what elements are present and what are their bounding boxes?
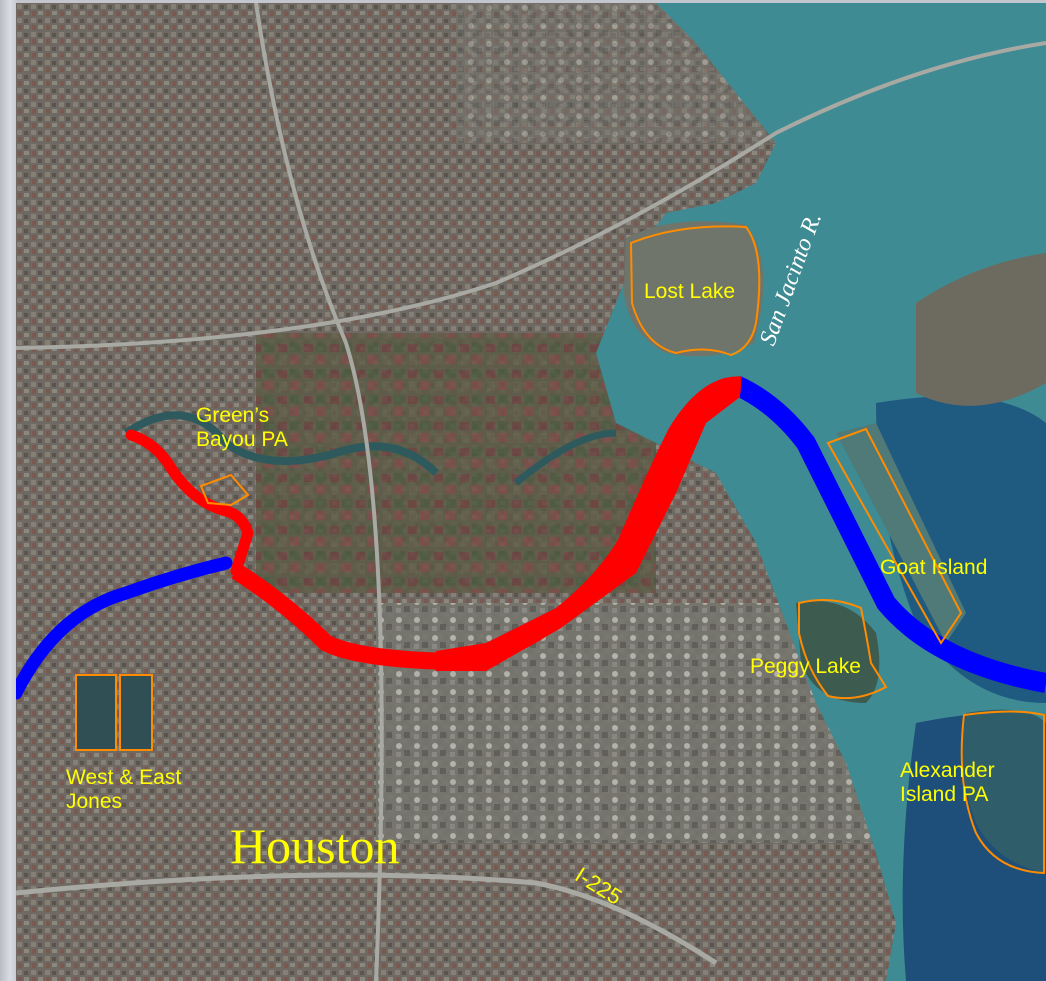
- label-alexander-island-line1: Alexander: [900, 759, 995, 782]
- goat-island-outline: [826, 427, 963, 645]
- satellite-map[interactable]: [16, 3, 1046, 981]
- ship-channel-blue-west: [16, 556, 233, 700]
- goat-island-land: [836, 423, 966, 643]
- greens-bayou-creek: [123, 411, 439, 476]
- lost-lake-outline: [629, 225, 761, 357]
- ship-channel-red-widening: [436, 379, 740, 671]
- label-alexander-island-line2: Island PA: [900, 783, 989, 806]
- alexander-island-land: [962, 709, 1046, 873]
- lost-lake-island: [624, 221, 764, 357]
- label-peggy-lake-text: Peggy Lake: [750, 655, 861, 678]
- label-west-east-jones-line2: Jones: [66, 790, 123, 813]
- carpenters-bayou: [513, 429, 617, 486]
- greens-bayou-pa-outline: [199, 473, 250, 507]
- label-west-east-jones: West & East Jones: [66, 766, 181, 814]
- greens-bayou-channel: [125, 429, 254, 577]
- alexander-island-outline: [960, 710, 1045, 875]
- east-jones-outline: [119, 674, 153, 751]
- west-jones-outline: [75, 674, 117, 751]
- ship-channel-blue-east: [731, 375, 1046, 693]
- highway-i225: [16, 872, 718, 966]
- industrial-area: [376, 603, 876, 843]
- label-greens-bayou-line1: Green’s: [196, 404, 270, 427]
- east-shore-land: [916, 253, 1046, 406]
- highway-east-west: [16, 41, 1046, 350]
- label-alexander-island: Alexander Island PA: [900, 759, 995, 807]
- label-west-east-jones-line1: West & East: [66, 766, 182, 789]
- label-houston: Houston: [230, 818, 400, 874]
- label-lost-lake-text: Lost Lake: [644, 280, 736, 303]
- label-greens-bayou: Green’s Bayou PA: [196, 404, 288, 452]
- label-lost-lake: Lost Lake: [644, 280, 735, 304]
- label-peggy-lake: Peggy Lake: [750, 655, 861, 679]
- label-greens-bayou-line2: Bayou PA: [196, 428, 288, 451]
- rural-area: [256, 333, 656, 593]
- label-goat-island: Goat Island: [880, 556, 987, 580]
- label-goat-island-text: Goat Island: [880, 556, 988, 579]
- peggy-lake-outline: [798, 599, 888, 700]
- highway-north-south: [254, 3, 384, 981]
- peggy-lake-land: [796, 601, 880, 703]
